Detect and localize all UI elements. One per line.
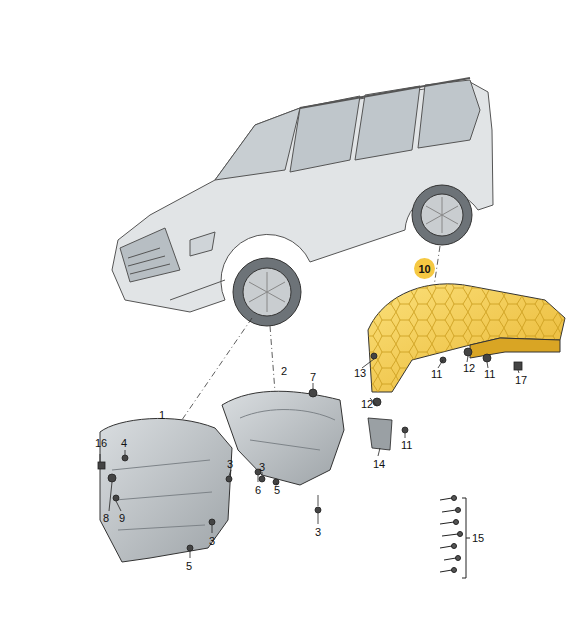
callout-number: 16 (95, 437, 107, 449)
callout-number: 15 (472, 532, 484, 544)
highlight-callout: 10 (414, 258, 435, 279)
callout-number: 11 (401, 439, 412, 451)
callout-number: 6 (255, 484, 261, 496)
callout-number: 3 (315, 526, 321, 538)
callout-number: 1 (159, 409, 165, 421)
callout-number: 7 (310, 371, 316, 383)
callout-number: 10 (418, 263, 430, 275)
callout-number: 11 (431, 368, 442, 380)
callout-number: 3 (209, 535, 215, 547)
callout-number: 3 (227, 458, 233, 470)
callout-number: 3 (259, 461, 265, 473)
callout-number: 5 (274, 484, 280, 496)
callout-number: 14 (373, 458, 385, 470)
callout-number: 8 (103, 512, 109, 524)
callout-number: 11 (484, 368, 495, 380)
callout-number: 4 (121, 437, 127, 449)
callout-number: 12 (361, 398, 373, 410)
callout-number: 12 (463, 362, 475, 374)
callout-number: 5 (186, 560, 192, 572)
callout-number: 9 (119, 512, 125, 524)
callout-number: 2 (281, 365, 287, 377)
callout-number: 17 (515, 374, 527, 386)
callout-number: 13 (354, 367, 366, 379)
